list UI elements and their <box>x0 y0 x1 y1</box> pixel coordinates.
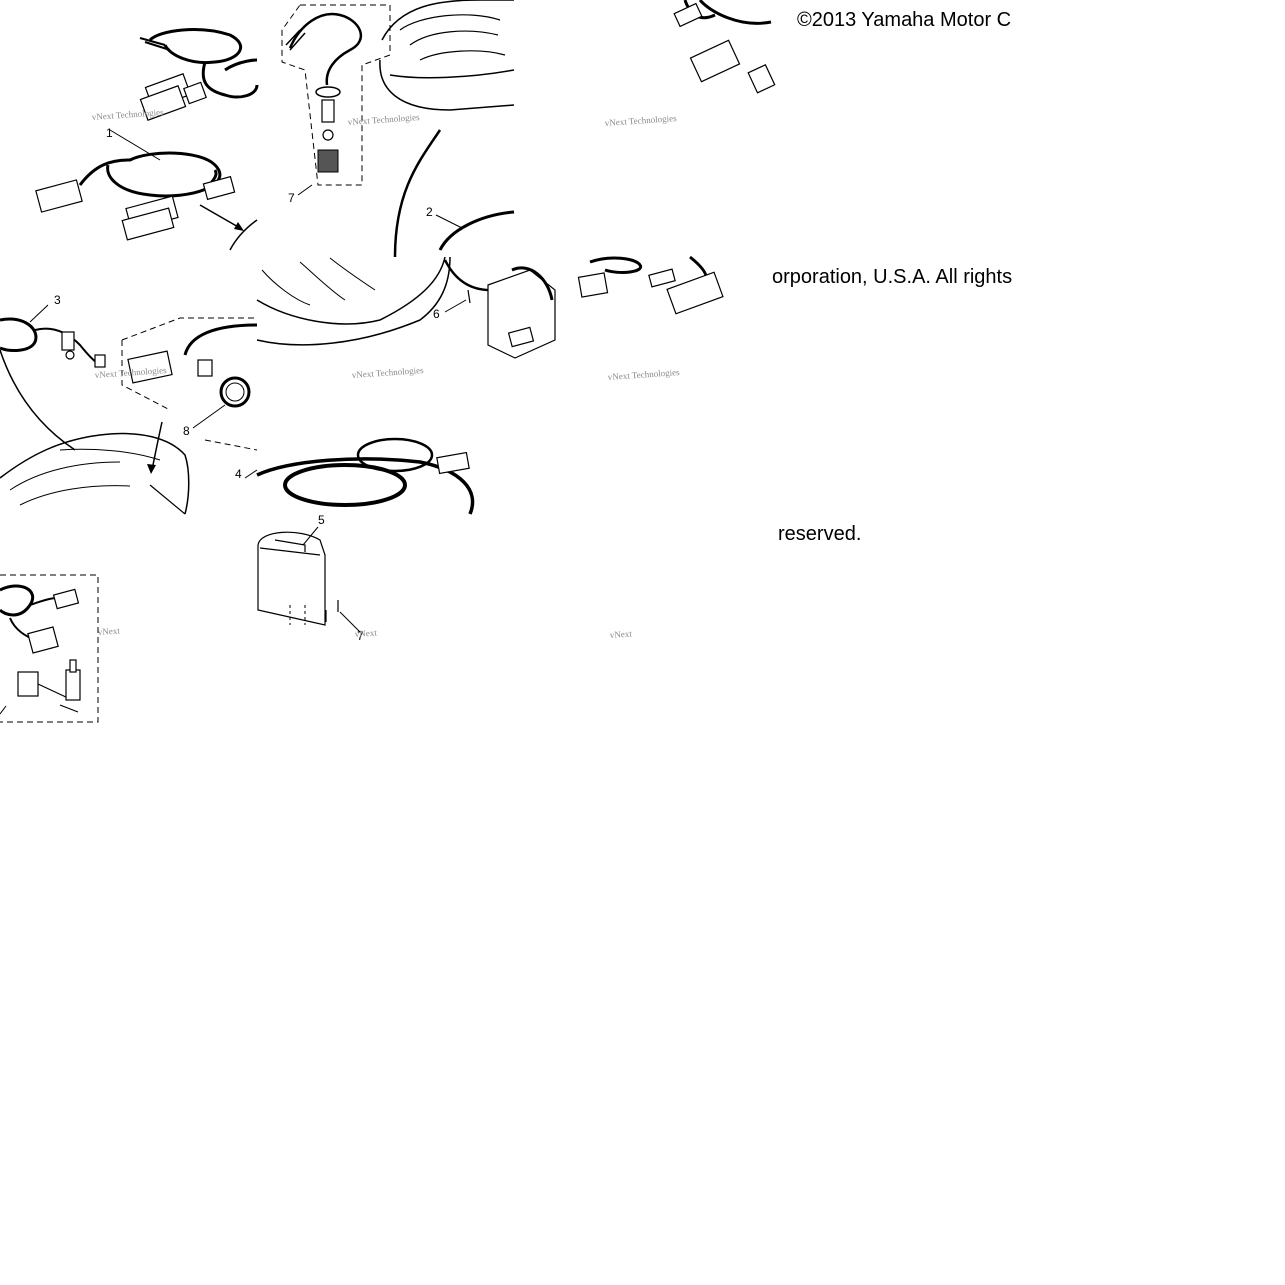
callout-2: 2 <box>426 205 433 219</box>
tile-middle-right <box>577 255 724 315</box>
connector-block <box>35 175 236 241</box>
copyright-line-3: reserved. <box>778 523 862 545</box>
callout-7b: 7 <box>357 629 364 643</box>
arrow-head <box>147 464 156 474</box>
watermark-text: vNext <box>609 628 632 640</box>
connector-block <box>436 451 470 475</box>
dashed-box <box>121 317 258 451</box>
seat-outline <box>399 14 506 61</box>
connector-block <box>127 350 213 384</box>
callout-5: 5 <box>318 513 325 527</box>
grommet-inner <box>225 382 245 402</box>
tile-top-right <box>673 0 776 94</box>
arrow-head <box>234 222 244 231</box>
tile-middle-middle <box>244 256 556 515</box>
leader-line <box>339 611 361 633</box>
dashed-box <box>0 574 99 723</box>
harness-wire <box>393 129 442 258</box>
temp-sensor <box>17 659 81 713</box>
tile-top-middle <box>281 0 515 258</box>
copyright-line-2: orporation, U.S.A. All rights <box>772 266 1013 288</box>
tile-bottom-left <box>0 574 99 723</box>
hull-outline <box>379 0 515 111</box>
bolt <box>325 600 339 622</box>
connector-block <box>673 2 776 94</box>
leader-line <box>435 214 463 229</box>
harness-wire <box>139 37 171 51</box>
harness-loop <box>356 437 434 473</box>
ecu-module <box>487 269 556 359</box>
harness-wire <box>0 317 38 352</box>
watermark-text: vNext Technologies <box>604 113 677 128</box>
gauge-wire <box>288 12 362 86</box>
hull-outline <box>256 256 451 346</box>
leader-line <box>302 526 319 546</box>
seat-outline <box>9 448 161 506</box>
harness-wire <box>78 151 222 198</box>
tile-top-left <box>35 28 259 251</box>
bulb-socket <box>322 129 334 141</box>
callout-4: 4 <box>235 467 242 481</box>
harness-wire <box>148 28 259 99</box>
hull-outline <box>0 432 190 515</box>
leader-line <box>244 469 258 479</box>
arrow <box>199 204 241 229</box>
bolt <box>467 289 471 304</box>
connector-block <box>27 588 80 654</box>
harness-wire <box>511 266 554 301</box>
watermark-text: vNext Technologies <box>347 112 420 127</box>
leader-line <box>0 705 7 715</box>
harness-wire <box>443 259 491 292</box>
watermark-text: vNext Technologies <box>607 367 680 382</box>
tile-bottom-middle <box>257 526 361 633</box>
leader-line <box>109 129 161 161</box>
watermark-text: vNext <box>97 625 120 637</box>
clamp <box>61 331 106 368</box>
callout-1: 1 <box>106 126 113 140</box>
seat-outline <box>261 257 376 306</box>
callout-3: 3 <box>54 293 61 307</box>
connector-block <box>577 268 724 315</box>
bulb <box>321 99 335 123</box>
leader-line <box>29 304 49 323</box>
watermark-text: vNext <box>354 627 377 639</box>
arrow <box>151 421 163 471</box>
tile-middle-left <box>0 304 258 515</box>
harness-loop <box>283 463 407 507</box>
grommet <box>219 376 251 408</box>
arrow <box>149 484 186 515</box>
harness-wire <box>438 210 515 251</box>
dashed-box <box>281 4 391 186</box>
harness-wire <box>0 349 76 451</box>
watermarks: vNext Technologies vNext Technologies vN… <box>91 107 680 640</box>
callout-7a: 7 <box>288 191 295 205</box>
harness-wire <box>183 323 258 356</box>
grommet <box>315 86 341 98</box>
battery-box <box>257 531 326 626</box>
callout-6: 6 <box>433 307 440 321</box>
leader-line <box>192 404 226 429</box>
callout-8: 8 <box>183 424 190 438</box>
harness-wire <box>589 255 708 283</box>
copyright-line-1: ©2013 Yamaha Motor C <box>797 9 1012 31</box>
callouts: 1 2 3 4 5 6 7 7 8 <box>54 126 440 643</box>
watermark-text: vNext Technologies <box>351 365 424 380</box>
connector-block <box>139 73 207 121</box>
watermark-text: vNext Technologies <box>91 107 164 122</box>
leader-line <box>297 184 313 196</box>
hull-fragment <box>229 219 258 251</box>
leader-line <box>444 299 467 313</box>
harness-wire <box>0 584 34 617</box>
gauge-body <box>317 149 339 173</box>
harness-wire <box>256 457 475 515</box>
gauge-wire <box>285 29 306 51</box>
